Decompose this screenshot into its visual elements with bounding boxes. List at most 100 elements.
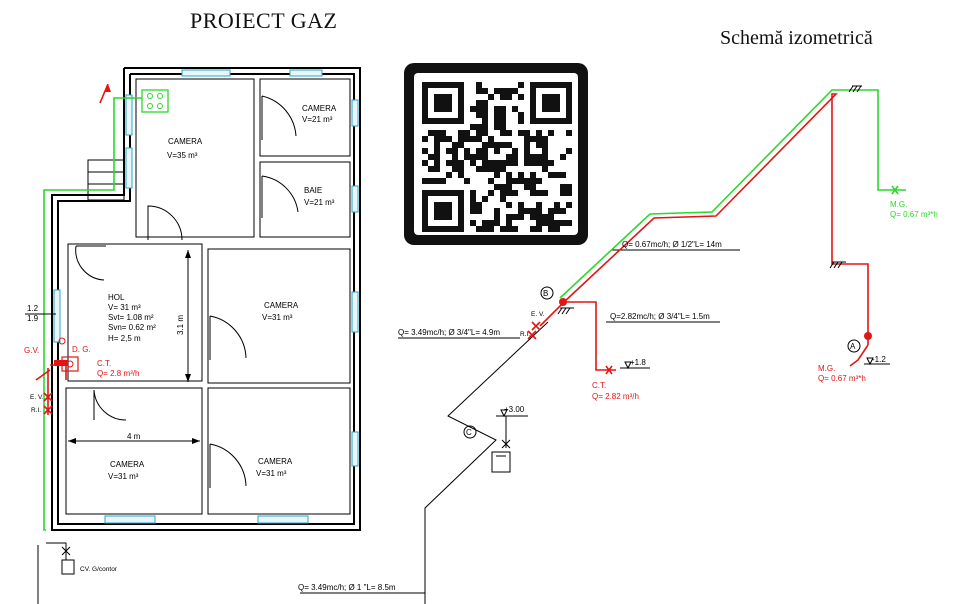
segment-label: Q= 3.49mc/h; Ø 1 "L= 8.5m	[298, 583, 396, 592]
qr-module	[548, 160, 554, 166]
qr-module	[446, 136, 452, 142]
qr-module	[560, 154, 566, 160]
qr-module	[494, 220, 500, 226]
qr-module	[566, 220, 572, 226]
segment-label: Q=2.82mc/h; Ø 3/4"L= 1.5m	[610, 312, 710, 321]
qr-module	[434, 94, 452, 112]
qr-module	[506, 190, 512, 196]
plan-labels: CAMERA V=35 m³ CAMERA V=21 m³ BAIE V=21 …	[24, 104, 337, 573]
dimension-width: 4 m	[127, 432, 141, 441]
room-name: CAMERA	[168, 137, 203, 146]
qr-module	[488, 220, 494, 226]
qr-module	[500, 226, 506, 232]
valve-icon	[605, 365, 613, 375]
isometric-labels: Q= 0.67mc/h; Ø 1/2"L= 14m Q= 3.49mc/h; Ø…	[298, 200, 938, 592]
qr-module	[530, 184, 536, 190]
qr-module	[476, 202, 482, 208]
qr-module	[476, 154, 482, 160]
qr-module	[458, 136, 464, 142]
level-label: +3.00	[504, 405, 525, 414]
qr-module	[500, 184, 506, 190]
qr-module	[536, 178, 542, 184]
qr-module	[530, 178, 536, 184]
qr-module	[494, 214, 500, 220]
hol-line: Svn= 0.62 m²	[108, 323, 156, 332]
main-title: PROIECT GAZ	[190, 8, 338, 33]
qr-module	[500, 190, 506, 196]
door	[209, 443, 247, 488]
qr-module	[488, 94, 494, 100]
qr-module	[500, 112, 506, 118]
qr-module	[482, 88, 488, 94]
qr-module	[524, 178, 530, 184]
qr-module	[506, 142, 512, 148]
room-volume: V=21 m³	[302, 115, 333, 124]
node-c-circle	[463, 425, 477, 439]
qr-module	[524, 142, 530, 148]
qr-module	[566, 184, 572, 190]
qr-module	[434, 142, 440, 148]
room-volume: V=21 m³	[304, 198, 335, 207]
isometric-scheme	[300, 85, 906, 604]
qr-module	[536, 154, 542, 160]
room-volume: V=35 m³	[167, 151, 198, 160]
qr-module	[542, 190, 548, 196]
qr-module	[458, 160, 464, 166]
node-c-label: C	[466, 428, 472, 437]
qr-module	[542, 154, 548, 160]
qr-module	[500, 124, 506, 130]
level-marker-icon	[624, 361, 632, 370]
burner-icon	[157, 103, 163, 109]
qr-module	[422, 148, 428, 154]
qr-module	[494, 184, 500, 190]
qr-module	[518, 214, 524, 220]
qr-module	[476, 112, 482, 118]
qr-module	[536, 160, 542, 166]
qr-module	[458, 130, 464, 136]
qr-module	[482, 124, 488, 130]
qr-module	[506, 172, 512, 178]
qr-module	[482, 196, 488, 202]
window	[53, 289, 61, 343]
qr-module	[476, 106, 482, 112]
qr-module	[434, 154, 440, 160]
gas-pipe-green	[559, 89, 906, 299]
room-name: CAMERA	[302, 104, 337, 113]
qr-module	[440, 178, 446, 184]
qr-module	[524, 154, 530, 160]
dimension-height: 3.1 m	[176, 315, 185, 335]
qr-module	[482, 106, 488, 112]
qr-module	[542, 160, 548, 166]
room-wall	[67, 243, 203, 382]
qr-module	[488, 166, 494, 172]
qr-module	[482, 166, 488, 172]
main-pipe	[424, 321, 549, 604]
qr-module	[494, 160, 500, 166]
qr-module	[500, 160, 506, 166]
mg-bottom-label: M.G.	[818, 364, 835, 373]
ct-flow: Q= 2.8 m³/h	[97, 369, 139, 378]
qr-module	[440, 136, 446, 142]
qr-module	[506, 220, 512, 226]
qr-module	[548, 208, 554, 214]
arrow-icon	[192, 438, 200, 444]
qr-module	[494, 88, 500, 94]
qr-module	[494, 166, 500, 172]
window	[351, 185, 359, 213]
gas-pipe-red	[563, 93, 869, 345]
qr-module	[530, 172, 536, 178]
support-icon	[557, 307, 574, 315]
qr-module	[536, 136, 542, 142]
qr-module	[506, 160, 512, 166]
qr-module	[512, 226, 518, 232]
door	[93, 389, 127, 421]
qr-module	[464, 130, 470, 136]
door	[147, 205, 183, 241]
window	[125, 94, 133, 136]
qr-module	[536, 202, 542, 208]
qr-module	[554, 202, 560, 208]
room-wall	[259, 78, 351, 157]
support-icon	[848, 85, 862, 93]
qr-module	[506, 184, 512, 190]
qr-module	[554, 172, 560, 178]
